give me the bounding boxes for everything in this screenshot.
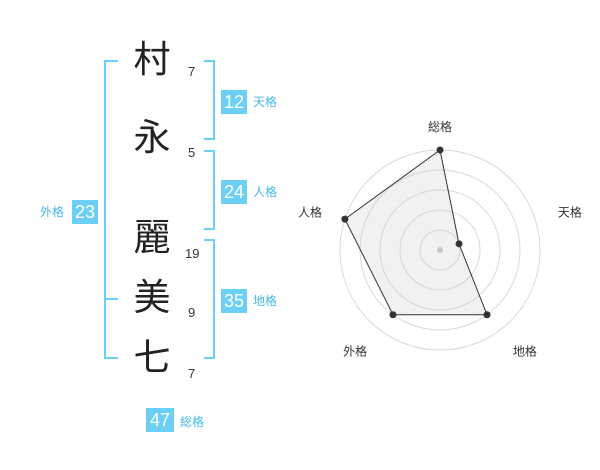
- chikaku-badge: 35: [221, 289, 247, 313]
- stroke-count-1: 7: [188, 64, 196, 79]
- tenkaku-bracket-b: [204, 138, 214, 140]
- name-char-4: 美: [133, 276, 171, 319]
- jinkaku-bracket: [204, 150, 214, 152]
- jinkaku-badge: 24: [221, 180, 247, 204]
- stroke-count-5: 7: [188, 366, 196, 381]
- tenkaku-bracket-v: [213, 60, 215, 140]
- outer-bracket-top: [104, 60, 118, 62]
- radar-point-3: [483, 311, 491, 319]
- soukaku-label: 総格: [180, 415, 205, 429]
- radar-axis-label-3: 地格: [513, 343, 537, 358]
- outer-bracket-vertical: [104, 60, 106, 359]
- radar-axis-label-1: 総格: [428, 119, 452, 134]
- radar-point-1: [436, 146, 444, 154]
- outer-bracket-mid: [104, 298, 118, 300]
- stroke-count-2: 5: [188, 145, 196, 160]
- chikaku-bracket-v: [213, 239, 215, 359]
- name-char-1: 村: [133, 38, 171, 81]
- jinkaku-bracket-v: [213, 150, 215, 230]
- radar-ring-3: [379, 189, 501, 311]
- radar-axis-label-5: 人格: [298, 205, 322, 220]
- radar-ring-2: [399, 209, 481, 291]
- name-char-5: 七: [133, 336, 171, 379]
- radar-ring-1: [419, 229, 461, 271]
- tenkaku-bracket: [204, 60, 214, 62]
- radar-point-5: [341, 215, 349, 223]
- gaikaku-label: 外格: [40, 205, 65, 219]
- jinkaku-label: 人格: [253, 185, 278, 199]
- soukaku-badge: 47: [146, 408, 174, 432]
- jinkaku-bracket-b: [204, 228, 214, 230]
- outer-bracket-bottom: [104, 357, 118, 359]
- radar-polygon: [344, 149, 488, 316]
- tenkaku-label: 天格: [253, 95, 278, 109]
- chikaku-bracket-b: [204, 357, 214, 359]
- gaikaku-badge: 23: [72, 200, 98, 224]
- radar-center-dot: [437, 247, 443, 253]
- radar-point-4: [389, 311, 397, 319]
- stroke-count-3: 19: [185, 246, 200, 261]
- name-char-2: 永: [133, 116, 171, 159]
- tenkaku-badge: 12: [221, 90, 247, 114]
- chikaku-bracket: [204, 239, 214, 241]
- radar-axis-label-2: 天格: [558, 205, 582, 220]
- stroke-count-4: 9: [188, 305, 196, 320]
- name-char-3: 麗: [133, 216, 171, 259]
- radar-axis-label-4: 外格: [343, 343, 367, 358]
- radar-point-2: [455, 240, 463, 248]
- chikaku-label: 地格: [253, 294, 278, 308]
